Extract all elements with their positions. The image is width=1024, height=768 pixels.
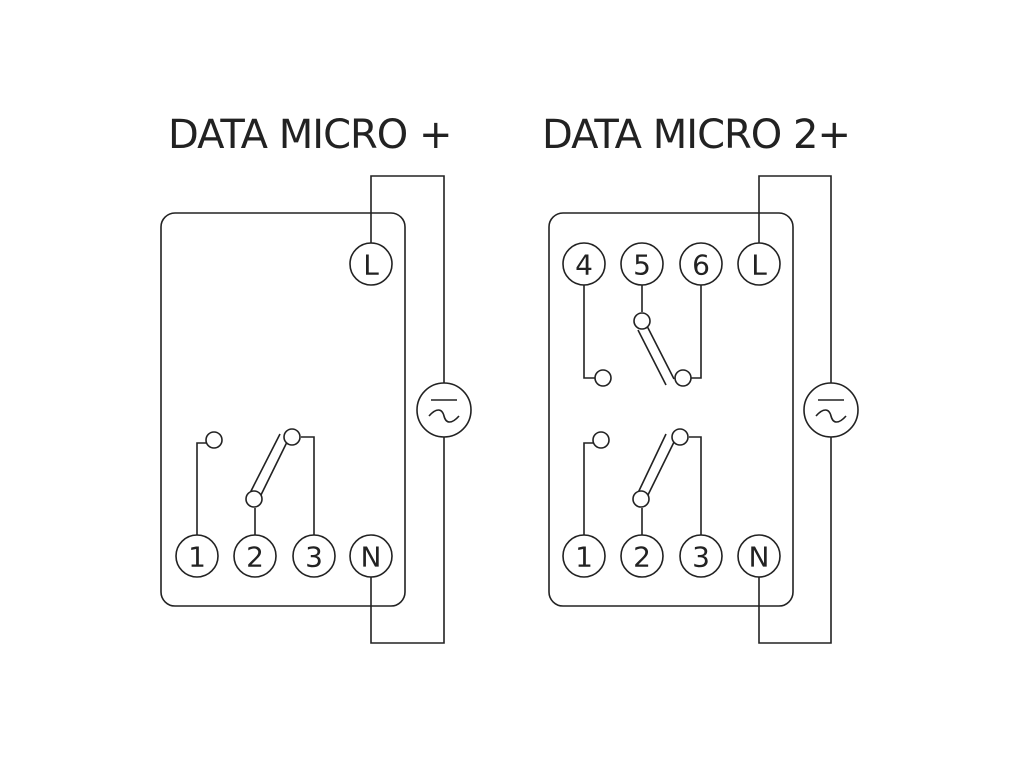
svg-text:4: 4 [575, 249, 593, 282]
supply-wire-top [370, 175, 445, 388]
terminal-5: 5 [620, 242, 664, 286]
ac-supply-icon [803, 382, 859, 438]
supply-wire-top [758, 175, 832, 388]
terminal-1: 1 [175, 534, 219, 578]
device-housing [548, 212, 794, 607]
terminal-L: L [349, 242, 393, 286]
switch-blade-upper [637, 325, 675, 386]
switch-blade-lower [636, 433, 676, 500]
wire-terminal-4 [583, 285, 595, 379]
switch-contact-6 [674, 369, 692, 387]
switch-contact-3 [671, 428, 689, 446]
svg-text:3: 3 [305, 541, 323, 574]
terminal-6: 6 [679, 242, 723, 286]
svg-text:6: 6 [692, 249, 710, 282]
terminal-N: N [737, 534, 781, 578]
svg-text:1: 1 [188, 541, 206, 574]
svg-text:L: L [751, 249, 767, 282]
svg-text:N: N [361, 541, 382, 574]
switch-pivot [245, 490, 263, 508]
wire-terminal-6 [691, 285, 702, 379]
supply-wire-bottom [370, 432, 445, 644]
svg-text:N: N [749, 541, 770, 574]
ac-supply-icon [416, 382, 472, 438]
switch-contact-1 [592, 431, 610, 449]
wire-terminal-1 [583, 442, 595, 544]
diagram-data-micro-2-plus: 4 5 6 L 1 2 3 N [548, 175, 859, 644]
terminal-2: 2 [620, 534, 664, 578]
diagram-title-data-micro-2-plus: DATA MICRO 2+ [542, 112, 851, 158]
terminal-L: L [737, 242, 781, 286]
wire-terminal-1 [196, 442, 211, 544]
terminal-2: 2 [233, 534, 277, 578]
switch-contact-1 [205, 431, 223, 449]
switch-contact-3 [283, 428, 301, 446]
wire-terminal-3 [301, 436, 315, 544]
switch-pivot-lower [632, 490, 650, 508]
terminal-3: 3 [679, 534, 723, 578]
svg-text:1: 1 [575, 541, 593, 574]
diagram-data-micro-plus: L 1 2 3 N [160, 175, 472, 644]
switch-pivot-upper [633, 312, 651, 330]
svg-text:L: L [363, 249, 379, 282]
supply-wire-bottom [758, 432, 832, 644]
svg-text:2: 2 [246, 541, 264, 574]
terminal-4: 4 [562, 242, 606, 286]
device-housing [160, 212, 406, 607]
svg-text:3: 3 [692, 541, 710, 574]
diagram-title-data-micro-plus: DATA MICRO + [168, 112, 453, 158]
terminal-N: N [349, 534, 393, 578]
terminal-3: 3 [292, 534, 336, 578]
svg-text:2: 2 [633, 541, 651, 574]
svg-text:5: 5 [633, 249, 651, 282]
wire-terminal-3 [689, 436, 702, 544]
switch-contact-4 [594, 369, 612, 387]
terminal-1: 1 [562, 534, 606, 578]
switch-blade [248, 433, 289, 500]
